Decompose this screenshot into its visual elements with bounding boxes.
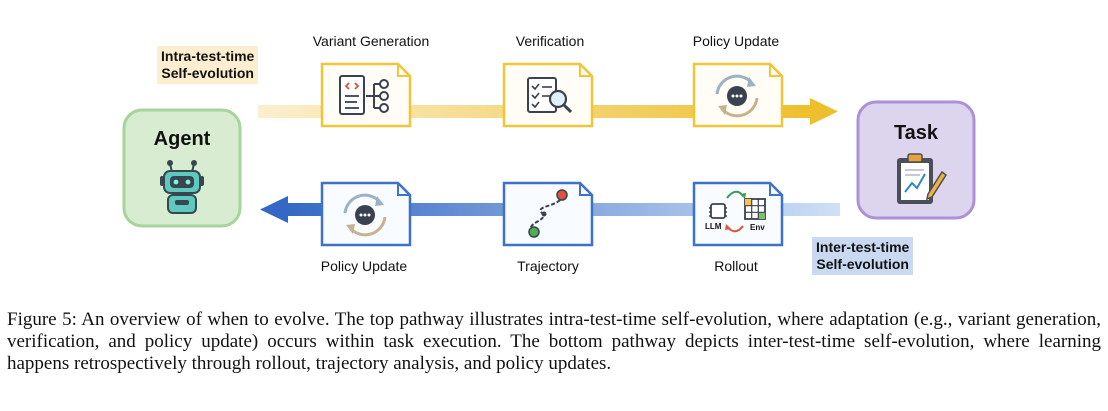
step-label-variant-generation: Variant Generation xyxy=(312,33,430,49)
agent-box xyxy=(122,108,242,228)
inter-tag-line1: Inter-test-time xyxy=(816,239,910,255)
rollout-llm-text: LLM xyxy=(705,222,722,231)
step-label-rollout: Rollout xyxy=(714,258,758,274)
step-label-policy-update-top: Policy Update xyxy=(692,33,780,49)
step-label-trajectory: Trajectory xyxy=(517,258,579,274)
evolution-diagram xyxy=(122,62,976,247)
intra-test-time-tag: Intra-test-time Self-evolution xyxy=(157,46,259,84)
intra-tag-line1: Intra-test-time xyxy=(161,48,255,64)
gear-cycle-icon xyxy=(343,193,387,237)
step-label-verification: Verification xyxy=(515,33,585,49)
intra-tag-line2: Self-evolution xyxy=(161,65,254,81)
inter-tag-line2: Self-evolution xyxy=(816,256,909,272)
figure-caption: Figure 5: An overview of when to evolve.… xyxy=(7,309,1101,374)
gear-cycle-icon xyxy=(715,74,759,118)
checklist-magnifier-icon xyxy=(527,77,573,114)
llm-env-icon xyxy=(709,190,766,233)
task-title: Task xyxy=(893,122,939,144)
agent-title: Agent xyxy=(153,128,211,150)
rollout-env-text: Env xyxy=(750,223,765,232)
trajectory-card xyxy=(502,181,594,247)
robot-icon xyxy=(160,160,204,214)
clipboard-chart-icon xyxy=(897,153,948,204)
inter-test-time-tag: Inter-test-time Self-evolution xyxy=(812,237,914,275)
code-branch-icon xyxy=(339,75,389,115)
path-icon xyxy=(528,189,568,238)
step-label-policy-update-bottom: Policy Update xyxy=(320,258,408,274)
